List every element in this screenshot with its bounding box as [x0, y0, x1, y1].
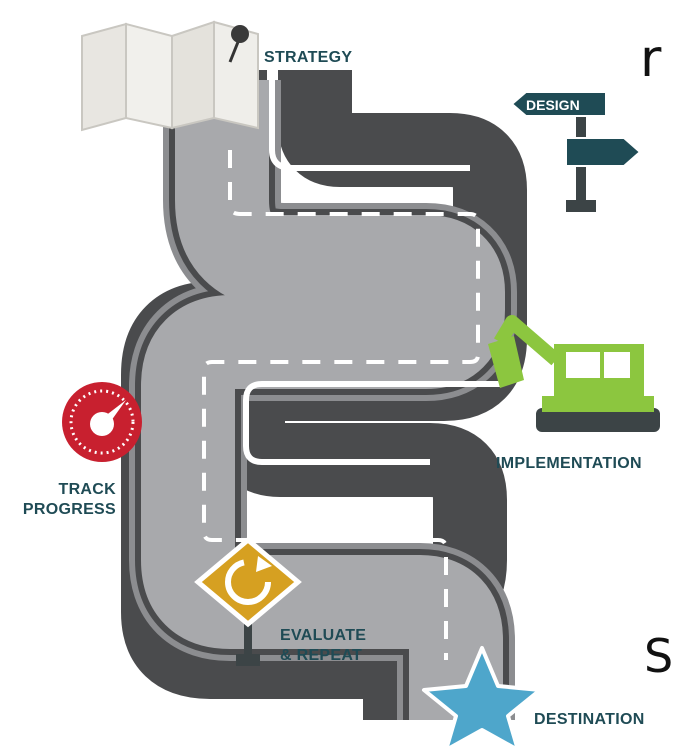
road-median: [243, 381, 500, 465]
road-median: [269, 80, 470, 171]
label-track-line2: PROGRESS: [23, 501, 116, 518]
label-evaluate-line1: EVALUATE: [280, 627, 366, 644]
edge-text-top: r: [640, 29, 662, 89]
pin-icon: [228, 25, 249, 63]
label-design: DESIGN: [526, 97, 580, 113]
refresh-sign-icon: [194, 536, 302, 666]
road-center-dashes: [202, 150, 480, 660]
gauge-icon: [62, 382, 142, 462]
excavator-icon: [488, 315, 660, 432]
signpost-icon: [510, 91, 642, 212]
road: [121, 70, 527, 720]
road-surface: [141, 80, 505, 720]
label-destination: DESTINATION: [534, 711, 645, 728]
edge-text-bottom: S: [644, 629, 673, 683]
label-evaluate-line2: & REPEAT: [280, 647, 362, 664]
label-track-line1: TRACK: [59, 481, 117, 498]
map-icon: [81, 20, 259, 132]
star-icon: [422, 646, 542, 750]
label-strategy: STRATEGY: [264, 49, 352, 66]
label-implementation: IMPLEMENTATION: [496, 455, 642, 472]
